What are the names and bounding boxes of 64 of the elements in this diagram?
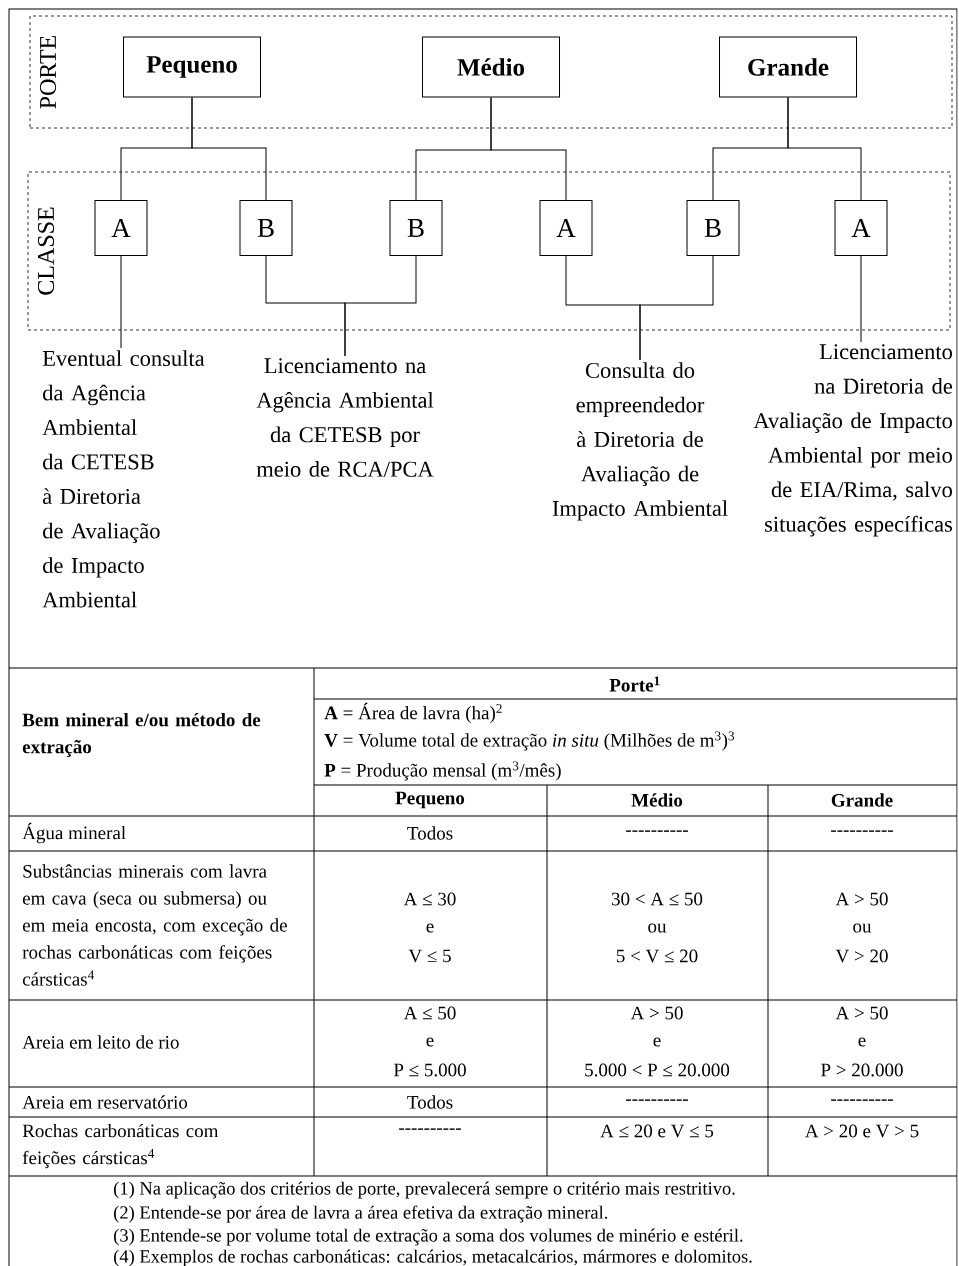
column-header: Pequeno xyxy=(395,791,465,809)
cell-value: A ≤ 20 e V ≤ 5 xyxy=(600,1124,714,1138)
class-box: B xyxy=(239,200,293,256)
footnote: (4) Exemplos de rochas carbonáticas: calcários, metacalcários, mármores e dolomitos. xyxy=(114,1249,752,1266)
connector-line xyxy=(860,255,862,343)
cell-value: A > 20 e V > 5 xyxy=(805,1124,919,1138)
cell-value: A > 50 xyxy=(835,892,888,906)
cell-value: e xyxy=(653,1037,661,1047)
cell-value: e xyxy=(426,1037,434,1047)
cell-value: Todos xyxy=(407,1095,453,1109)
column-header: Grande xyxy=(831,793,893,807)
cell-value: 30 < A ≤ 50 xyxy=(612,892,703,906)
empty-value: ---------- xyxy=(399,1128,461,1130)
class-box: B xyxy=(686,200,740,256)
cell-value: ou xyxy=(853,923,872,933)
outcome-text: Licenciamento na Agência Ambiental da CETESB por meio de RCA/PCA xyxy=(256,358,434,477)
empty-value: ---------- xyxy=(626,1099,688,1101)
footnote: (2) Entende-se por área de lavra a área efetiva da extração mineral. xyxy=(114,1205,608,1223)
row-label: Rochas carbonáticas com feições cársticas$^{4}$ xyxy=(22,1123,219,1169)
size-box: Grande xyxy=(719,36,857,98)
cell-value: A > 50 xyxy=(630,1006,683,1020)
connector-line xyxy=(344,255,417,357)
cell-value: P > 20.000 xyxy=(821,1063,903,1077)
connector-line xyxy=(490,97,567,201)
cell-value: e xyxy=(858,1037,866,1047)
size-box: Médio xyxy=(422,36,560,98)
class-box: A xyxy=(94,200,148,256)
connector-line xyxy=(787,97,862,201)
cell-value: e xyxy=(426,923,434,933)
cell-value: V ≤ 5 xyxy=(408,949,451,963)
class-box: A xyxy=(834,200,888,256)
outcome-text: Eventual consulta da Agência Ambiental da CETESB à Diretoria de Avaliação de Impacto Ambiental xyxy=(42,350,205,608)
empty-value: ---------- xyxy=(831,1099,893,1101)
cell-value: A > 50 xyxy=(835,1006,888,1020)
criterion-text: P = Produção mensal (m$^{3}$/mês) xyxy=(324,761,561,781)
cell-value: P ≤ 5.000 xyxy=(393,1063,466,1077)
column-header: Porte$^{1}$ xyxy=(609,676,660,692)
class-box: A xyxy=(539,200,593,256)
cell-value: A ≤ 30 xyxy=(403,892,456,906)
cell-value: V > 20 xyxy=(835,949,888,963)
connector-line xyxy=(191,97,267,201)
column-header: Médio xyxy=(631,793,683,807)
cell-value: A ≤ 50 xyxy=(403,1006,456,1020)
row-header: Bem mineral e/ou método de extração xyxy=(22,712,261,758)
cell-value: 5 < V ≤ 20 xyxy=(616,949,698,963)
footnote: (3) Entende-se por volume total de extração a soma dos volumes de minério e estéril. xyxy=(114,1228,743,1246)
footnote: (1) Na aplicação dos critérios de porte, prevalecerá sempre o critério mais restritivo. xyxy=(114,1181,735,1199)
empty-value: ---------- xyxy=(626,830,688,832)
connector-line xyxy=(639,255,714,361)
cell-value: ou xyxy=(648,923,667,933)
cell-value: Todos xyxy=(407,826,453,840)
class-box: B xyxy=(389,200,443,256)
row-label: Substâncias minerais com lavra em cava (seca ou submersa) ou em meia encosta, com exceção de rochas carbonáticas com feições cársticas$^{4}$ xyxy=(22,864,287,986)
size-box: Pequeno xyxy=(123,36,261,98)
criterion-text: V = Volume total de extração in situ (Milhões de m$^{3}$)$^{3}$ xyxy=(324,731,735,751)
row-label: Água mineral xyxy=(22,822,126,844)
row-label: Areia em leito de rio xyxy=(22,1035,179,1049)
row-label: Areia em reservatório xyxy=(22,1095,188,1109)
empty-value: ---------- xyxy=(831,830,893,832)
cell-value: 5.000 < P ≤ 20.000 xyxy=(585,1063,730,1077)
criterion-text: A = Área de lavra (ha)$^{2}$ xyxy=(324,702,502,724)
outcome-text: Consulta do empreendedor à Diretoria de Avaliação de Impacto Ambiental xyxy=(552,362,728,521)
outcome-text: Licenciamento na Diretoria de Avaliação de Impacto Ambiental por meio de EIA/Rima, salvo situações específicas xyxy=(753,344,953,537)
connector-line xyxy=(120,255,122,349)
